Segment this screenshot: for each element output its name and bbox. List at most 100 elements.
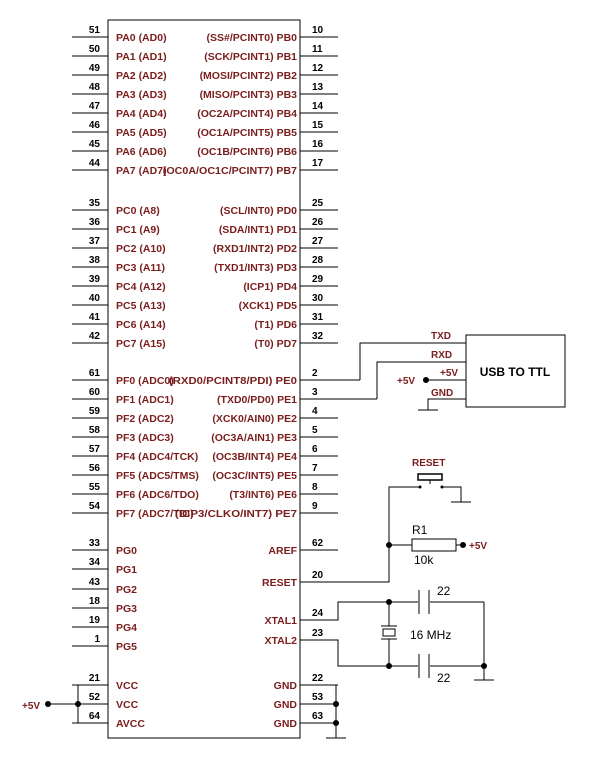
pin-number: 2 [312,368,318,379]
pin-label-pg2: PG2 [116,584,137,596]
right-pin-25: 25(SCL/INT0) PD0 [220,198,338,217]
pin-label-gnd: GND [274,699,298,711]
pin-number: 35 [89,198,101,209]
pin-number: 31 [312,312,324,323]
pin-number: 39 [89,274,101,285]
right-pin-27: 27(RXD1/INT2) PD2 [213,236,338,255]
pin-number: 41 [89,312,101,323]
pin-number: 50 [89,44,101,55]
right-pin-9: 9(ICP3/CLKO/INT7) PE7 [175,501,338,520]
pin-label-oc3a-ain1-pe3: (OC3A/AIN1) PE3 [211,432,297,444]
pin-label-t1-pd6: (T1) PD6 [254,319,297,331]
pin-number: 49 [89,63,101,74]
pin-label-pa3-ad3: PA3 (AD3) [116,89,167,101]
pin-label-txd0-pd0-pe1: (TXD0/PD0) PE1 [217,394,297,406]
pin-number: 58 [89,425,101,436]
pin-number: 62 [312,538,324,549]
pin-label-xck1-pd5: (XCK1) PD5 [239,300,298,312]
pin-number: 36 [89,217,101,228]
pin-label-pc5-a13: PC5 (A13) [116,300,166,312]
pin-number: 20 [312,570,324,581]
right-pin-3: 3(TXD0/PD0) PE1 [217,387,338,406]
pin-number: 32 [312,331,324,342]
pin-label-miso-pcint3-pb3: (MISO/PCINT3) PB3 [200,89,298,101]
right-pin-26: 26(SDA/INT1) PD1 [219,217,338,236]
pin-number: 61 [89,368,101,379]
crystal-circuit: 22 22 16 MHz [300,584,494,685]
pin-number: 18 [89,596,101,607]
pin-label-pa4-ad4: PA4 (AD4) [116,108,167,120]
usb-ttl-module: USB TO TTL TXD RXD +5V +5V GND [300,331,566,411]
pin-number: 40 [89,293,101,304]
usb-ttl-box [465,334,566,408]
pin-number: 54 [89,501,101,512]
pin-number: 19 [89,615,101,626]
usb-ttl-title: USB TO TTL [480,365,550,379]
pin-number: 1 [94,634,100,645]
pin-number: 23 [312,628,324,639]
pin-number: 45 [89,139,101,150]
right-pin-2: 2(RXD0/PCINT8/PDI) PE0 [169,368,338,387]
pin-label-oc3c-int5-pe5: (OC3C/INT5) PE5 [212,470,297,482]
r1-value: 10k [414,553,434,567]
right-pin-13: 13(MISO/PCINT3) PB3 [200,82,338,101]
pin-number: 14 [312,101,324,112]
right-pin-30: 30(XCK1) PD5 [239,293,338,312]
pin-number: 25 [312,198,324,209]
pin-number: 21 [89,673,101,684]
usb-supply-label: +5V [397,376,415,387]
pin-number: 9 [312,501,318,512]
pin-label-gnd: GND [274,680,298,692]
pin-label-pc7-a15: PC7 (A15) [116,338,166,350]
pin-number: 16 [312,139,324,150]
pin-label-oc1b-pcint6-pb6: (OC1B/PCINT6) PB6 [197,146,297,158]
pin-label-sck-pcint1-pb1: (SCK/PCINT1) PB1 [204,51,297,63]
right-pin-11: 11(SCK/PCINT1) PB1 [204,44,338,63]
pin-number: 46 [89,120,101,131]
usb-txd-label: TXD [431,331,451,342]
pin-label-oc3b-int4-pe4: (OC3B/INT4) PE4 [212,451,297,463]
pin-number: 26 [312,217,324,228]
pin-label-t3-int6-pe6: (T3/INT6) PE6 [229,489,297,501]
reset-circuit: RESET R1 10k +5V [300,458,487,583]
pin-number: 24 [312,608,324,619]
mcu-body [107,19,301,739]
pin-label-pc4-a12: PC4 (A12) [116,281,166,293]
crystal-frequency: 16 MHz [410,628,451,642]
pin-label-pc0-a8: PC0 (A8) [116,205,160,217]
pin-label-vcc: VCC [116,680,139,692]
pin-label-pg5: PG5 [116,641,137,653]
pin-label-aref: AREF [268,545,297,557]
right-pin-14: 14(OC2A/PCINT4) PB4 [197,101,338,120]
pin-label-pf4-adc4-tck: PF4 (ADC4/TCK) [116,451,198,463]
pin-label-pf7-adc7-tdi: PF7 (ADC7/TDI) [116,508,194,520]
pin-label-gnd: GND [274,718,298,730]
r1-supply-label: +5V [469,541,487,552]
pin-number: 64 [89,711,101,722]
pin-label-pa5-ad5: PA5 (AD5) [116,127,167,139]
